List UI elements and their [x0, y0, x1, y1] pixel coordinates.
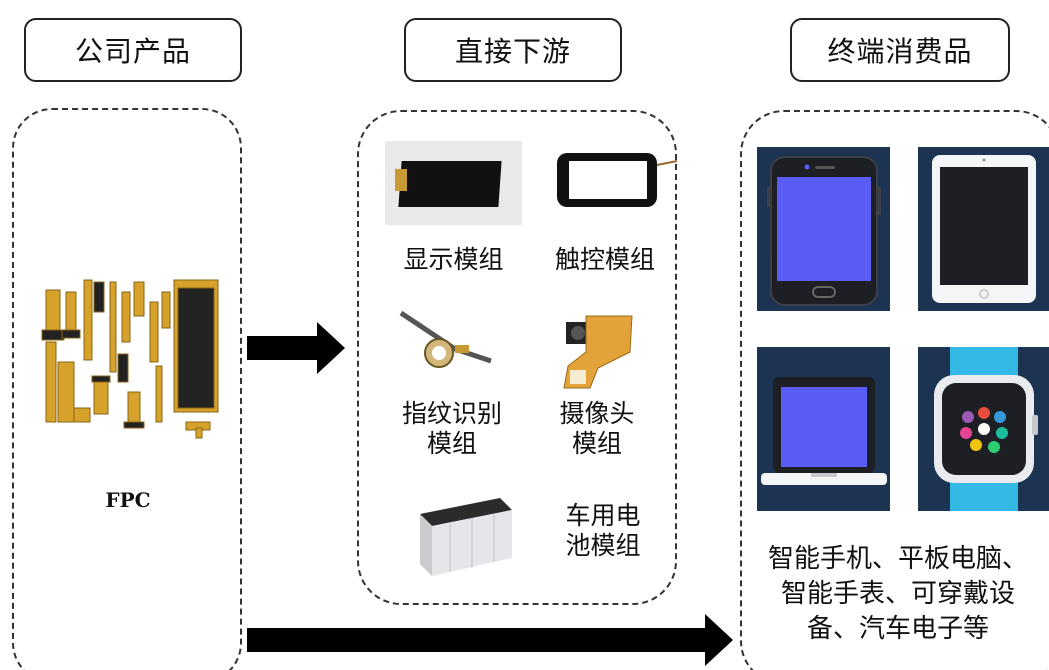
- battery-module-image: [420, 498, 512, 576]
- touch-module-image: [557, 153, 678, 207]
- camera-module-label-2: 模组: [571, 429, 622, 458]
- header-company-products: 公司产品: [24, 18, 242, 82]
- smartphone-icon: [767, 156, 881, 306]
- arrow-to-downstream: [247, 322, 345, 374]
- display-module-image: [385, 141, 522, 225]
- display-module-label: 显示模组: [403, 245, 504, 274]
- header-end-products: 终端消费品: [790, 18, 1010, 82]
- fpc-image: [41, 279, 219, 439]
- fingerprint-module-label-2: 模组: [426, 429, 477, 458]
- fingerprint-module-image: [399, 310, 492, 368]
- touch-module-label: 触控模组: [554, 245, 655, 274]
- end-products-text-1: 智能手机、平板电脑、: [767, 544, 1028, 574]
- laptop-icon: [761, 377, 887, 485]
- battery-module-label-2: 池模组: [565, 531, 641, 560]
- header-direct-downstream: 直接下游: [404, 18, 622, 82]
- fingerprint-module-label-1: 指纹识别: [401, 399, 502, 428]
- fpc-label: FPC: [105, 488, 151, 512]
- end-products-text-3: 备、汽车电子等: [806, 614, 989, 644]
- arrow-to-end-products: [247, 614, 733, 666]
- end-products-text-2: 智能手表、可穿戴设: [780, 579, 1015, 609]
- battery-module-label-1: 车用电: [565, 501, 641, 530]
- smartwatch-icon: [934, 347, 1038, 511]
- camera-module-image: [563, 315, 633, 389]
- tablet-icon: [932, 155, 1036, 303]
- camera-module-label-1: 摄像头: [559, 399, 635, 428]
